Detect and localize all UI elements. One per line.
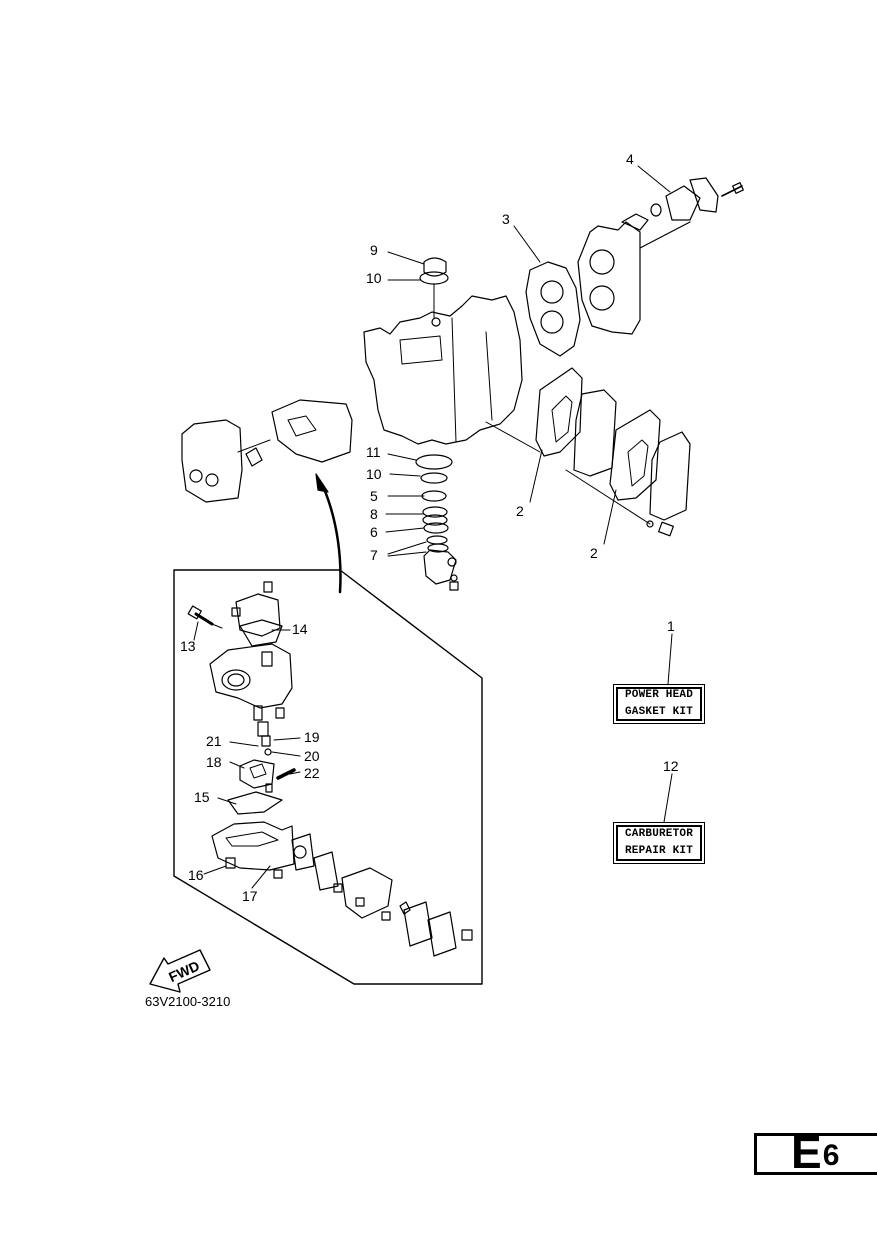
callout-5: 5 [370, 488, 378, 504]
carburetor-repair-kit-box: CARBURETOR REPAIR KIT [613, 822, 705, 864]
cylinder-head-cover [577, 221, 641, 335]
intake-silencer [181, 419, 243, 503]
page-tab-number: 6 [822, 1139, 840, 1172]
leader-lines [193, 165, 673, 889]
assembly-arrow [320, 482, 342, 594]
callout-8: 8 [370, 506, 378, 522]
callout-20: 20 [304, 748, 320, 764]
intake-gasket-2 [609, 409, 661, 501]
callout-13: 13 [180, 638, 196, 654]
callout-11: 11 [366, 444, 381, 460]
callout-19: 19 [304, 729, 320, 745]
intake-gasket-1 [535, 367, 583, 457]
callout-15: 15 [194, 789, 210, 805]
callout-10a: 10 [366, 270, 382, 286]
carburetor-frame [173, 569, 483, 985]
power-head-gasket-kit-box: POWER HEAD GASKET KIT [613, 684, 705, 724]
kit-label-line1: CARBURETOR [624, 828, 693, 840]
callout-7: 7 [370, 547, 378, 563]
callout-6: 6 [370, 524, 378, 540]
callout-2b: 2 [590, 545, 598, 561]
callout-16: 16 [188, 867, 204, 883]
callout-12: 12 [663, 758, 679, 774]
diagram-reference-code: 63V2100-3210 [145, 994, 231, 1009]
carburetor-assembly [187, 581, 473, 957]
callout-17: 17 [242, 888, 258, 904]
kit-label-line2: GASKET KIT [624, 706, 693, 718]
callout-14: 14 [292, 621, 308, 637]
callout-18: 18 [206, 754, 222, 770]
fwd-arrow [149, 949, 211, 993]
power-head-assembly [181, 177, 744, 591]
page-tab: E 6 [754, 1126, 877, 1178]
callout-9: 9 [370, 242, 378, 258]
cylinder-block [363, 295, 523, 445]
head-gasket [525, 261, 581, 357]
kit-label-line1: POWER HEAD [624, 689, 693, 701]
callout-21: 21 [206, 733, 222, 749]
carburetor-body [209, 643, 293, 709]
callout-4: 4 [626, 151, 634, 167]
callout-10b: 10 [366, 466, 382, 482]
callout-2a: 2 [516, 503, 524, 519]
callout-3: 3 [502, 211, 510, 227]
callout-22: 22 [304, 765, 320, 781]
kit-label-line2: REPAIR KIT [624, 845, 693, 857]
callout-1: 1 [667, 618, 675, 634]
page-tab-letter: E [791, 1126, 822, 1178]
